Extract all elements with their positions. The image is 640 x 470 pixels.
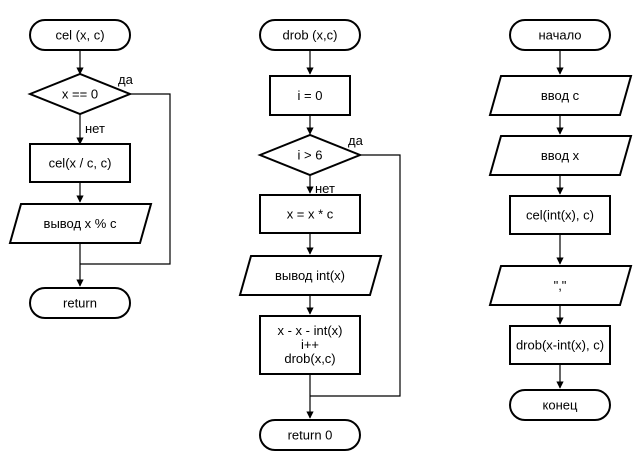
drob-start-terminal: [259, 19, 361, 51]
main-input-x-io: [488, 135, 633, 176]
cel-start-label: cel (x, c): [55, 28, 104, 43]
drob-end-label: return 0: [288, 428, 333, 443]
cel-call-process: [29, 143, 131, 183]
drob-block-line3: drob(x,c): [284, 351, 335, 366]
main-call-cel-process: [509, 195, 611, 235]
main-start-terminal: [509, 19, 611, 51]
cel-yes-label: да: [118, 72, 134, 87]
drob-yes-branch-line: [310, 154, 401, 397]
main-call-drob-process: [509, 325, 611, 365]
cel-call-label: cel(x / c, c): [49, 156, 112, 171]
cel-condition-label: x == 0: [62, 87, 98, 102]
drob-block-line1: x - x - int(x): [278, 323, 343, 338]
flowchart-main: начало ввод c ввод x cel(int(x), c) "," …: [488, 19, 633, 421]
main-input-c-io: [488, 75, 633, 116]
flowchart-cel: cel (x, c) x == 0 да нет cel(x / c, c) в…: [8, 19, 171, 319]
drob-condition-decision: [257, 133, 363, 177]
main-output-comma-label: ",": [554, 278, 567, 293]
drob-output-io: [238, 255, 383, 296]
drob-block-line2: i++: [301, 337, 319, 352]
main-end-terminal: [509, 389, 611, 421]
cel-start-terminal: [29, 19, 131, 51]
main-end-label: конец: [543, 398, 578, 413]
main-start-label: начало: [538, 28, 581, 43]
cel-condition-decision: [27, 72, 133, 116]
main-call-cel-label: cel(int(x), c): [526, 208, 594, 223]
main-input-c-label: ввод c: [541, 88, 580, 103]
cel-no-label: нет: [85, 121, 105, 136]
drob-no-label: нет: [315, 181, 335, 196]
cel-end-label: return: [63, 296, 97, 311]
drob-start-label: drob (x,c): [283, 28, 338, 43]
cel-yes-branch-line: [80, 93, 171, 265]
drob-end-terminal: [259, 419, 361, 451]
cel-output-io: [8, 203, 153, 244]
drob-init-label: i = 0: [298, 88, 323, 103]
drob-yes-label: да: [348, 133, 364, 148]
drob-condition-label: i > 6: [298, 148, 323, 163]
main-input-x-label: ввод x: [541, 148, 580, 163]
main-call-drob-label: drob(x-int(x), c): [516, 338, 604, 353]
drob-assign-label: x = x * c: [287, 207, 334, 222]
flowchart-drob: drob (x,c) i = 0 i > 6 да нет x = x * c …: [238, 19, 401, 451]
drob-output-label: вывод int(x): [275, 268, 345, 283]
cel-end-terminal: [29, 287, 131, 319]
cel-output-label: вывод x % c: [44, 216, 117, 231]
drob-block-process: [259, 315, 361, 375]
drob-init-process: [269, 75, 351, 116]
main-output-comma-io: [488, 265, 633, 306]
drob-assign-process: [259, 194, 361, 234]
